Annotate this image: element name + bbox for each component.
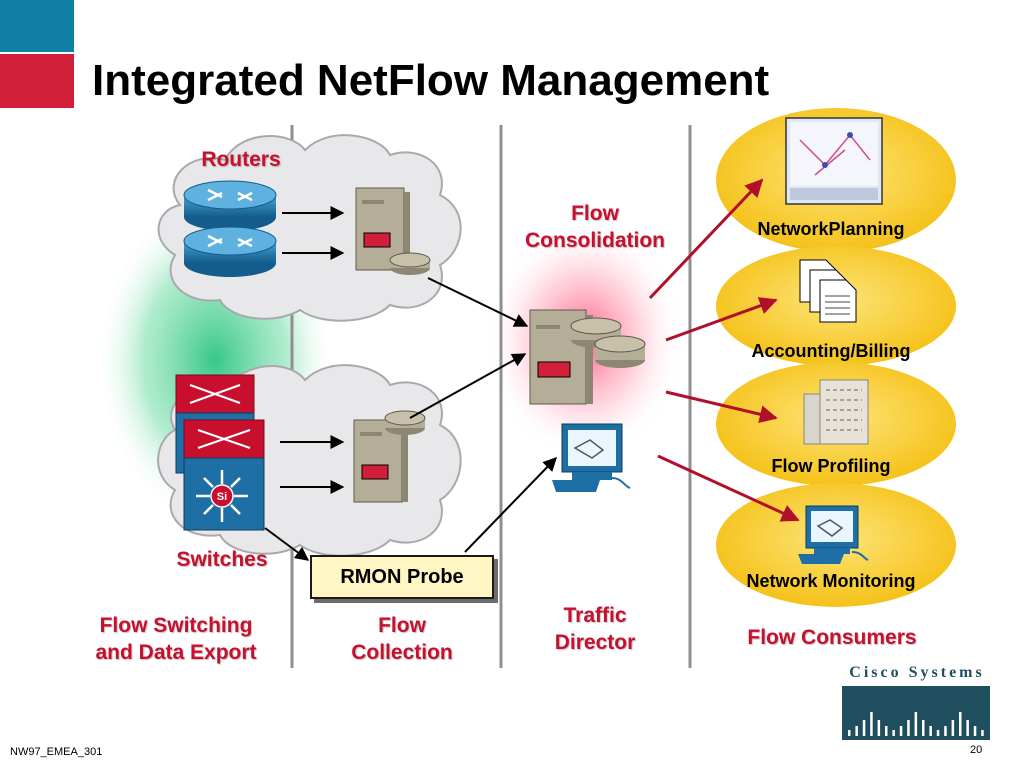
- consumer-label-flow-profiling: Flow Profiling: [771, 456, 891, 476]
- page-number: 20: [970, 744, 983, 756]
- switch-to-rmon-arrow: [264, 527, 310, 561]
- cisco-logo-text: Cisco Systems: [849, 664, 985, 681]
- collector-to-consolidation-arrow: [427, 277, 529, 327]
- cisco-bar: [892, 730, 895, 736]
- workstation-icon: [552, 423, 631, 492]
- cisco-bar: [907, 720, 910, 736]
- cisco-bar: [959, 712, 962, 736]
- corner-blue-square: [0, 0, 76, 54]
- cisco-bridge-bars: [848, 712, 984, 736]
- cisco-bar: [929, 726, 932, 736]
- cisco-bar: [936, 730, 940, 736]
- cisco-bar: [951, 720, 955, 736]
- consumer-arrow: [648, 178, 764, 300]
- cisco-bar: [848, 730, 851, 736]
- consumer-label-accounting-billing: Accounting/Billing: [751, 341, 911, 361]
- cisco-bar: [944, 726, 947, 736]
- rmon-probe-box: RMON Probe: [310, 555, 494, 599]
- footer-code: NW97_EMEA_301: [10, 746, 103, 758]
- flow-consolidation-label: Flow Consolidation: [525, 202, 665, 252]
- cisco-bar: [899, 726, 903, 736]
- consumer-label-network-monitoring: Network Monitoring: [746, 571, 916, 591]
- collector-to-consolidation-arrow: [409, 353, 527, 419]
- rmon-to-director-arrow: [464, 456, 557, 553]
- router-icon: [183, 226, 277, 277]
- building-icon: [803, 379, 869, 445]
- cisco-bar: [973, 726, 977, 736]
- consolidation-server-icon: [529, 309, 646, 405]
- corner-red-square: [0, 54, 74, 108]
- workstation-icon: [798, 505, 869, 564]
- flow-collection-label: Flow Collection: [351, 614, 453, 664]
- consumer-arrow: [665, 297, 778, 342]
- cisco-bar: [877, 720, 881, 736]
- flow-switching-label: Flow Switching and Data Export: [95, 614, 257, 664]
- cisco-bar: [914, 712, 918, 736]
- router-icon: [183, 180, 277, 231]
- switches-label: Switches: [176, 548, 268, 571]
- routers-label: Routers: [201, 148, 281, 171]
- cisco-bar: [966, 720, 969, 736]
- documents-icon: [799, 259, 857, 323]
- consumer-arrow: [665, 390, 778, 424]
- traffic-director-label: Traffic Director: [554, 604, 636, 654]
- switch-icon: [183, 419, 265, 531]
- consumer-label-network-planning: NetworkPlanning: [757, 219, 905, 239]
- cisco-bar: [922, 720, 925, 736]
- cisco-bar: [862, 720, 866, 736]
- si-badge: Si: [217, 491, 227, 503]
- collector-server-icon: [355, 187, 431, 275]
- slide-title: Integrated NetFlow Management: [92, 56, 770, 105]
- cisco-bar: [885, 726, 888, 736]
- flow-consumers-label: Flow Consumers: [747, 626, 917, 649]
- network-map-screenshot-icon: [785, 117, 883, 205]
- cisco-bar: [870, 712, 873, 736]
- cisco-bar: [981, 730, 984, 736]
- cisco-bar: [855, 726, 858, 736]
- rmon-probe-label: RMON Probe: [340, 565, 464, 588]
- consumer-arrow: [657, 454, 800, 522]
